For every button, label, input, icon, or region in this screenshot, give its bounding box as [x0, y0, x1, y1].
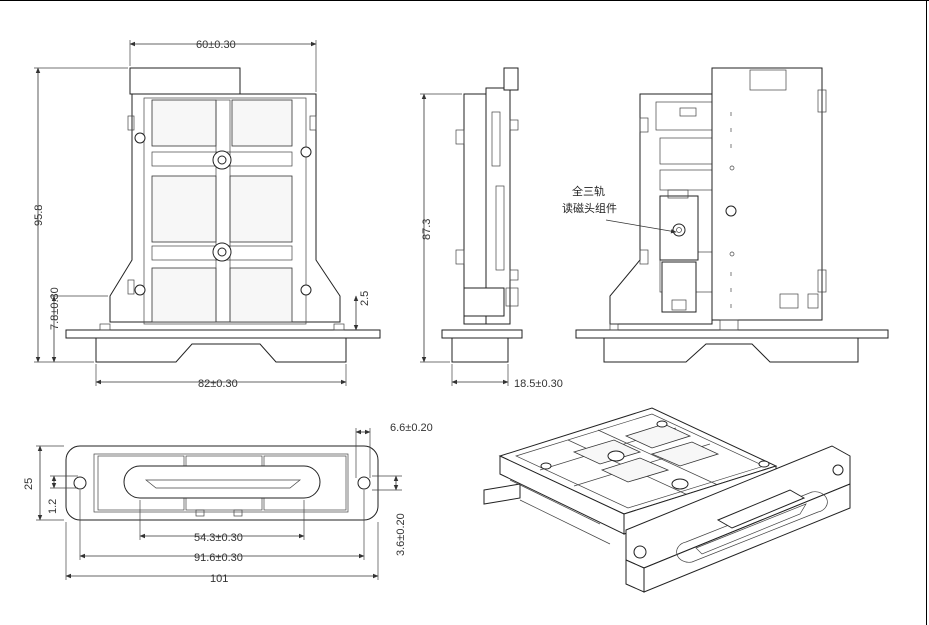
back-view [575, 67, 889, 363]
dim-small-gap: 2.5 [359, 291, 371, 306]
dim-width-top: 60±0.30 [196, 39, 236, 51]
dim-offset-bottom: 7.8±0.30 [49, 287, 61, 330]
side-view [441, 67, 523, 363]
dim-hole-pitch: 91.6±0.30 [194, 552, 243, 564]
dim-bottom-height: 25 [23, 478, 35, 490]
dim-height-total: 95.8 [33, 205, 45, 226]
callout-line-2: 读磁头组件 [562, 201, 617, 215]
dim-slot-offset: 1.2 [47, 499, 59, 514]
front-dimensions: 60±0.30 95.8 7.8±0.30 2.5 82±0.30 [33, 39, 371, 390]
dim-side-depth: 18.5±0.30 [514, 378, 563, 390]
bottom-dimensions: 25 1.2 6.6±0.20 3.6±0.20 54.3±0.30 91.6±… [23, 422, 433, 585]
bottom-view [65, 445, 379, 521]
dim-right-gap: 6.6±0.20 [390, 422, 433, 434]
dim-total-width: 101 [210, 573, 228, 585]
callout-line-1: 全三轨 [572, 184, 605, 198]
isometric-view [483, 407, 851, 593]
head-callout: 全三轨 读磁头组件 [562, 184, 677, 234]
dim-side-height: 87.3 [421, 219, 433, 240]
dim-right-height: 3.6±0.20 [395, 513, 407, 556]
dim-width-base: 82±0.30 [198, 378, 238, 390]
side-dimensions: 87.3 18.5±0.30 [420, 93, 563, 390]
front-view [65, 67, 381, 363]
dim-slot-length: 54.3±0.30 [194, 532, 243, 544]
